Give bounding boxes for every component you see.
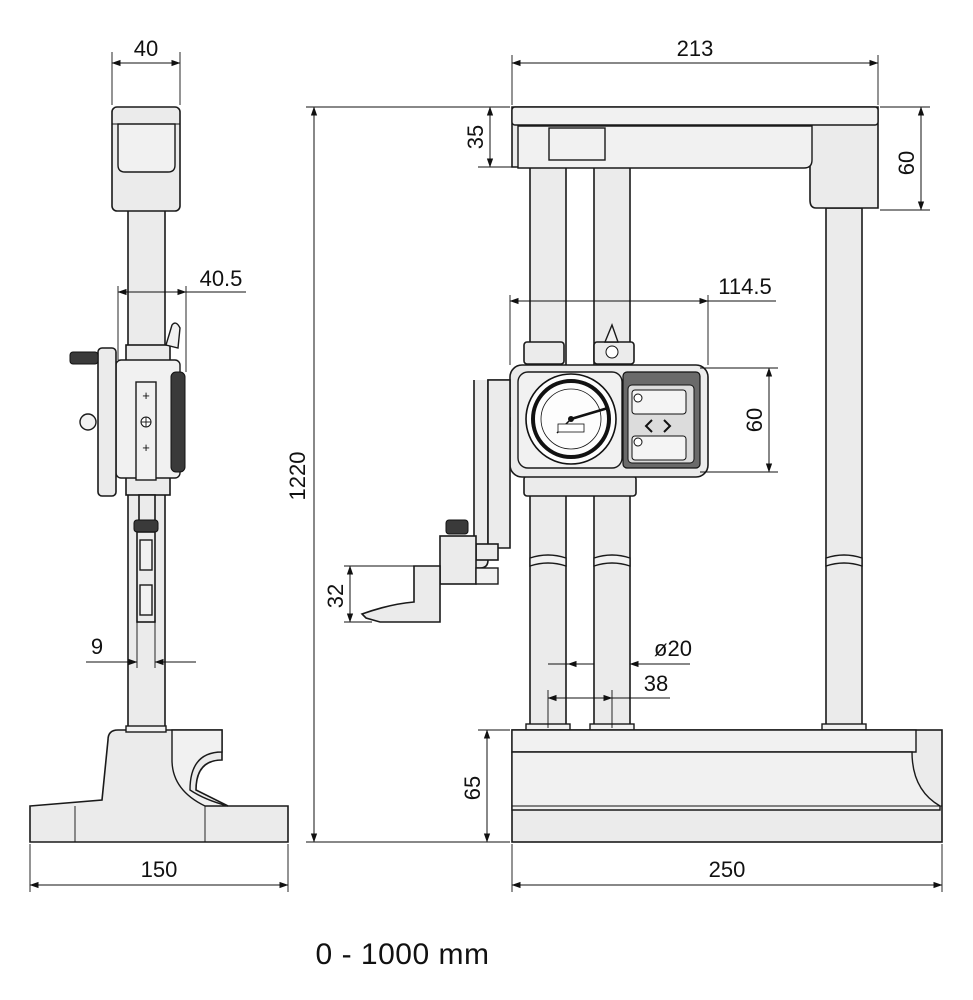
dim-side-base-width: 150	[141, 857, 178, 882]
side-feed-wheel	[97, 347, 117, 497]
dim-side-slider-width: 40.5	[200, 266, 243, 291]
svg-text:+: +	[142, 440, 150, 455]
front-view: 213 35 60 1220 114.5 60 32	[285, 36, 943, 892]
dim-dial-housing-height: 60	[742, 408, 767, 432]
dim-front-top-block-height: 60	[894, 151, 919, 175]
dim-front-top-bar-height: 35	[463, 125, 488, 149]
front-column-right	[825, 207, 863, 731]
side-base	[29, 729, 289, 843]
dim-scriber-height: 32	[323, 584, 348, 608]
svg-text:+: +	[142, 388, 150, 403]
dim-base-height: 65	[460, 776, 485, 800]
dim-side-top-width: 40	[134, 36, 158, 61]
dim-dial-offset: 114.5	[718, 274, 771, 299]
scriber-tip	[360, 565, 441, 623]
dial-needle	[570, 406, 609, 421]
scriber-clamp	[439, 535, 477, 585]
dim-front-base-width: 250	[709, 857, 746, 882]
side-knurled-knob	[170, 371, 186, 473]
dim-front-top-width: 213	[677, 36, 714, 61]
dim-column-spacing: 38	[644, 671, 668, 696]
side-view: + + 40 40.5	[29, 36, 289, 892]
range-caption: 0 - 1000 mm	[315, 938, 490, 971]
dim-side-scriber-width: 9	[91, 634, 103, 659]
dim-column-diameter: ø20	[654, 636, 692, 661]
dim-total-height: 1220	[285, 452, 310, 501]
